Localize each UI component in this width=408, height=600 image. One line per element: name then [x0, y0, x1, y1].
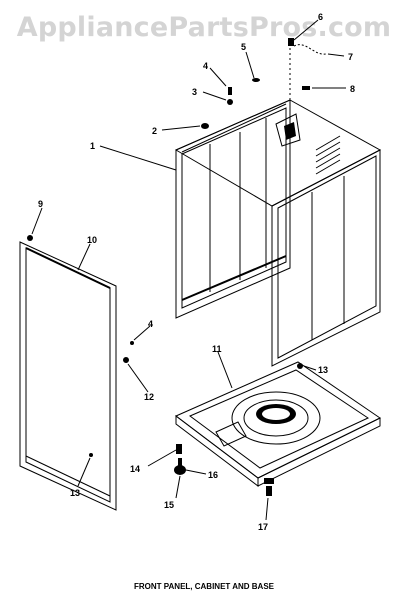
callout-4: 4 — [203, 61, 208, 71]
callout-10: 10 — [87, 235, 97, 245]
diagram-caption: FRONT PANEL, CABINET AND BASE — [134, 582, 274, 591]
leader-lines — [31, 19, 346, 521]
callout-9: 9 — [38, 199, 43, 209]
callout-14: 14 — [130, 464, 140, 474]
callout-12: 12 — [144, 392, 154, 402]
callout-2: 2 — [152, 126, 157, 136]
callout-17: 17 — [258, 522, 268, 532]
callout-13-left: 13 — [70, 488, 80, 498]
callout-11: 11 — [212, 344, 222, 354]
callout-4-front: 4 — [148, 319, 153, 329]
front-panel-drawing[interactable] — [19, 241, 117, 511]
callout-7: 7 — [348, 52, 353, 62]
callout-8: 8 — [350, 84, 355, 94]
callout-16: 16 — [208, 470, 218, 480]
hardware-drawing — [27, 38, 327, 496]
watermark-logo: AppliancePartsPros.com — [16, 12, 392, 43]
callout-13-right: 13 — [318, 365, 328, 375]
base-drawing[interactable] — [175, 361, 381, 488]
callout-5: 5 — [241, 42, 246, 52]
callout-labels: 1 2 3 4 5 6 7 8 9 10 4 12 13 11 13 14 16… — [38, 12, 355, 532]
callout-15: 15 — [164, 500, 174, 510]
cabinet-side-panel-drawing[interactable] — [271, 149, 381, 367]
callout-6: 6 — [318, 12, 323, 22]
callout-3: 3 — [192, 87, 197, 97]
callout-1: 1 — [90, 141, 95, 151]
